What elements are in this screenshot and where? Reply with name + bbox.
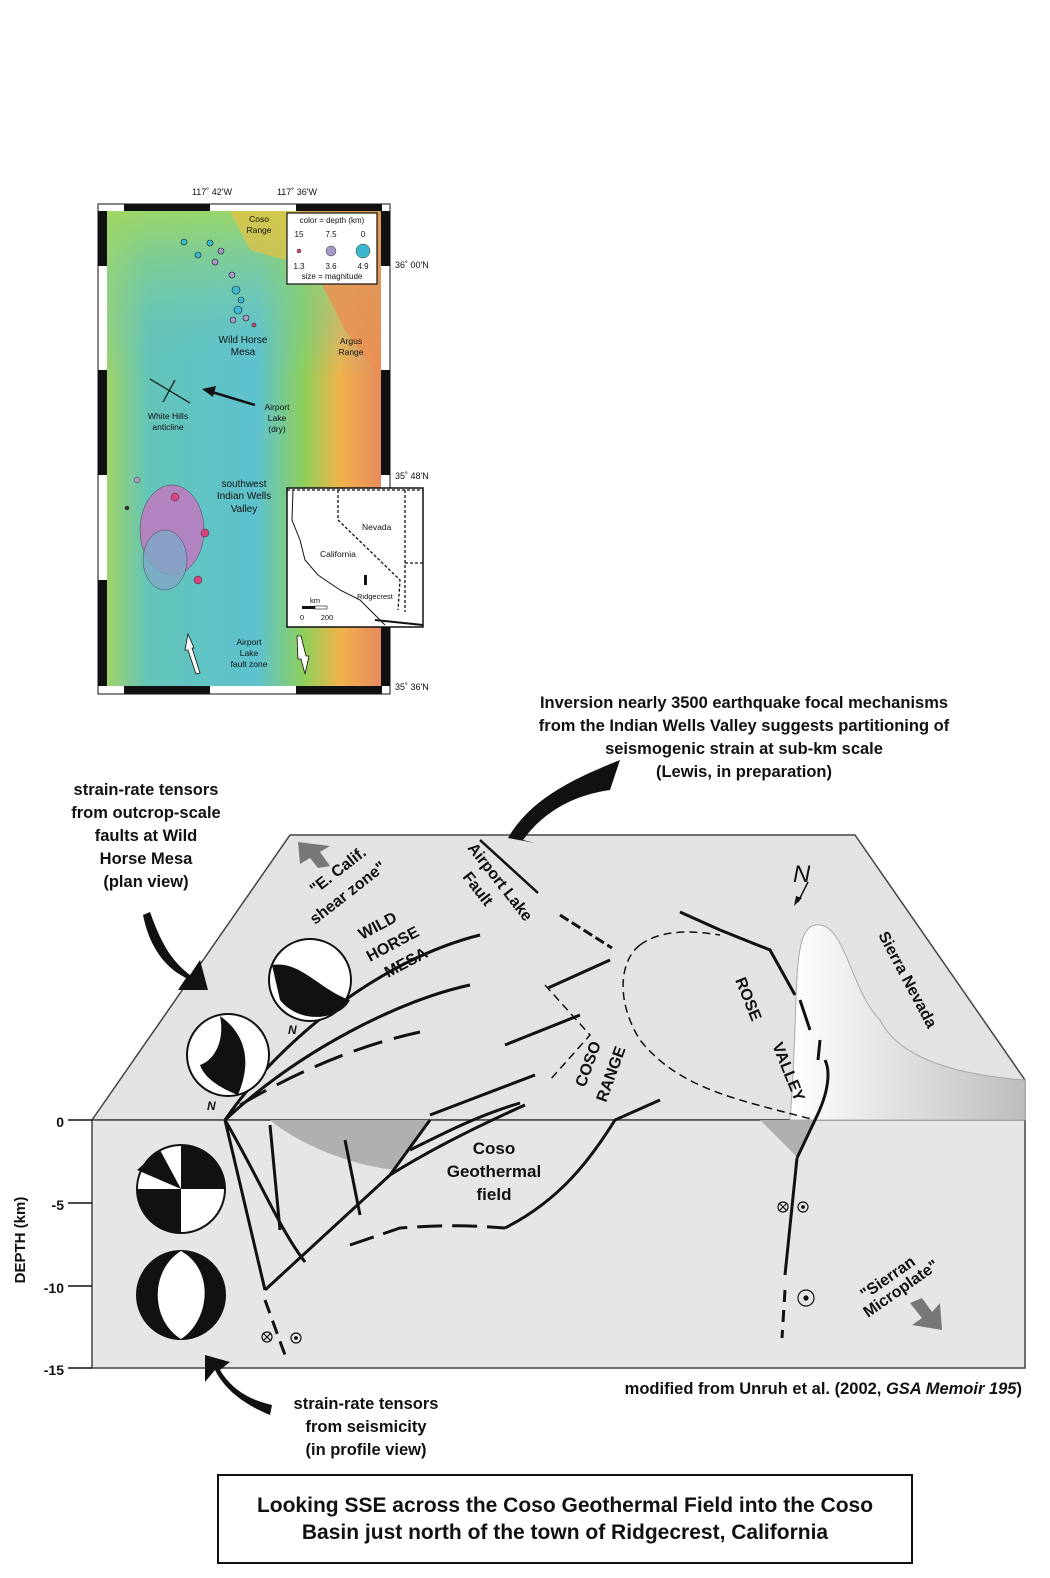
svg-text:strain-rate tensors: strain-rate tensors bbox=[294, 1395, 439, 1413]
svg-text:field: field bbox=[477, 1185, 512, 1204]
legend-magnitude: 4.9 bbox=[357, 262, 369, 271]
north-arrow-icon: N bbox=[793, 861, 811, 906]
caption-line: Basin just north of the town of Ridgecre… bbox=[301, 1521, 829, 1544]
map-label: Lake bbox=[268, 413, 287, 423]
map-label: Airport bbox=[264, 402, 290, 412]
svg-text:(Lewis, in preparation): (Lewis, in preparation) bbox=[656, 763, 832, 781]
airport-lake-arrow bbox=[202, 386, 256, 407]
map-label: anticline bbox=[152, 422, 183, 432]
lat-label: 36˚ 00'N bbox=[395, 260, 429, 270]
scale-tick: 0 bbox=[300, 613, 304, 622]
sierra-nevada-relief bbox=[789, 924, 1026, 1121]
slip-symbols bbox=[261, 1201, 815, 1344]
lat-label: 35˚ 48'N bbox=[395, 471, 429, 481]
map-label: Wild Horse bbox=[219, 335, 268, 346]
svg-text:Coso: Coso bbox=[473, 1139, 516, 1158]
scale-tick: 200 bbox=[321, 613, 334, 622]
map-label: fault zone bbox=[231, 659, 268, 669]
sierran-microplate-arrow-icon bbox=[910, 1298, 942, 1330]
legend-magnitude: 3.6 bbox=[325, 262, 337, 271]
map-label: Indian Wells bbox=[217, 491, 271, 502]
svg-text:Inversion nearly 3500 earthqua: Inversion nearly 3500 earthquake focal m… bbox=[540, 694, 948, 712]
map-label: southwest bbox=[221, 479, 266, 490]
earthquake-epicenters-south bbox=[124, 476, 210, 591]
inset-map: Nevada California Ridgecrest km 0 200 bbox=[286, 487, 424, 628]
svg-text:(in profile view): (in profile view) bbox=[305, 1441, 426, 1459]
beachball-north-label: N bbox=[207, 1099, 216, 1113]
lon-label: 117˚ 42'W bbox=[192, 187, 233, 197]
map-label: Range bbox=[246, 225, 271, 235]
legend-symbol-medium bbox=[325, 245, 337, 257]
scale-unit: km bbox=[310, 596, 320, 605]
svg-text:(plan view): (plan view) bbox=[103, 873, 188, 891]
profile-view-annotation: strain-rate tensors from seismicity (in … bbox=[294, 1395, 439, 1459]
geothermal-field-label: Coso Geothermal field bbox=[447, 1139, 541, 1204]
map-label: Argus bbox=[340, 336, 362, 346]
svg-text:from outcrop-scale: from outcrop-scale bbox=[71, 804, 220, 822]
fault-arrow-south-icon bbox=[296, 635, 310, 675]
map-label: Lake bbox=[240, 648, 259, 658]
map-label: White Hills bbox=[148, 411, 188, 421]
depth-magnitude-legend: color = depth (km) 15 7.5 0 1.3 3.6 4.9 … bbox=[286, 212, 378, 285]
beachball-north-label: N bbox=[288, 1023, 297, 1037]
figure-caption-box: Looking SSE across the Coso Geothermal F… bbox=[217, 1474, 913, 1564]
focal-mechanism-beachballs bbox=[136, 938, 352, 1340]
depth-tick: -10 bbox=[44, 1280, 64, 1296]
legend-symbol-large bbox=[355, 243, 371, 259]
legend-depth: 15 bbox=[295, 230, 304, 239]
depth-tick: -15 bbox=[44, 1362, 64, 1378]
legend-title: color = depth (km) bbox=[300, 216, 365, 225]
map-frame-ticks bbox=[98, 204, 390, 694]
earthquake-epicenters-north bbox=[180, 238, 257, 328]
ecsz-direction-arrow-icon bbox=[298, 842, 330, 868]
location-map: 117˚ 42'W 117˚ 36'W 36˚ 00'N 35˚ 48'N 35… bbox=[97, 187, 429, 695]
svg-text:Horse Mesa: Horse Mesa bbox=[100, 850, 193, 868]
block-diagram: N N N "E. Calif. shear zone" bbox=[90, 760, 1026, 1415]
map-label: Coso bbox=[249, 214, 269, 224]
scale-bar bbox=[302, 606, 315, 609]
legend-depth: 0 bbox=[361, 230, 366, 239]
coso-basin-fill bbox=[270, 1120, 430, 1170]
svg-text:from seismicity: from seismicity bbox=[305, 1418, 427, 1436]
map-label: (dry) bbox=[268, 424, 286, 434]
svg-text:faults at Wild: faults at Wild bbox=[95, 827, 198, 845]
fault-arrow-north-icon bbox=[184, 632, 201, 675]
lon-label: 117˚ 36'W bbox=[277, 187, 318, 197]
depth-tick: -5 bbox=[52, 1197, 65, 1213]
legend-symbol-small bbox=[296, 248, 302, 254]
svg-text:from the Indian Wells Valley s: from the Indian Wells Valley suggests pa… bbox=[539, 717, 950, 735]
plan-view-pointer-arrow-icon bbox=[143, 912, 208, 990]
depth-axis-label: DEPTH (km) bbox=[12, 1197, 29, 1284]
profile-view-pointer-arrow-icon bbox=[205, 1355, 272, 1415]
plan-view-annotation: strain-rate tensors from outcrop-scale f… bbox=[71, 781, 220, 891]
legend-footer: size = magnitude bbox=[302, 272, 363, 281]
anticline-symbol bbox=[149, 378, 191, 404]
svg-text:Geothermal: Geothermal bbox=[447, 1162, 541, 1181]
block-front-face bbox=[91, 1119, 1026, 1369]
map-label: Range bbox=[338, 347, 363, 357]
svg-text:seismogenic strain at sub-km s: seismogenic strain at sub-km scale bbox=[605, 740, 883, 758]
map-label: Valley bbox=[231, 504, 258, 515]
map-label: Airport bbox=[236, 637, 262, 647]
depth-tick: 0 bbox=[56, 1114, 64, 1130]
inversion-pointer-arrow-icon bbox=[508, 760, 620, 843]
svg-text:strain-rate tensors: strain-rate tensors bbox=[74, 781, 219, 799]
rose-valley-margin bbox=[622, 944, 816, 1121]
depth-axis: 0 -5 -10 -15 DEPTH (km) bbox=[12, 1114, 92, 1378]
lat-label: 35˚ 36'N bbox=[395, 682, 429, 692]
legend-magnitude: 1.3 bbox=[293, 262, 305, 271]
inversion-annotation: Inversion nearly 3500 earthquake focal m… bbox=[539, 694, 950, 781]
inset-label: Nevada bbox=[362, 522, 392, 532]
inset-label: Ridgecrest bbox=[357, 592, 394, 601]
caption-line: Looking SSE across the Coso Geothermal F… bbox=[256, 1494, 874, 1517]
legend-depth: 7.5 bbox=[325, 230, 337, 239]
credit-text: modified from Unruh et al. (2002, GSA Me… bbox=[625, 1380, 1022, 1398]
map-label: Mesa bbox=[231, 347, 256, 358]
svg-text:N: N bbox=[793, 861, 811, 888]
inset-label: California bbox=[320, 549, 356, 559]
